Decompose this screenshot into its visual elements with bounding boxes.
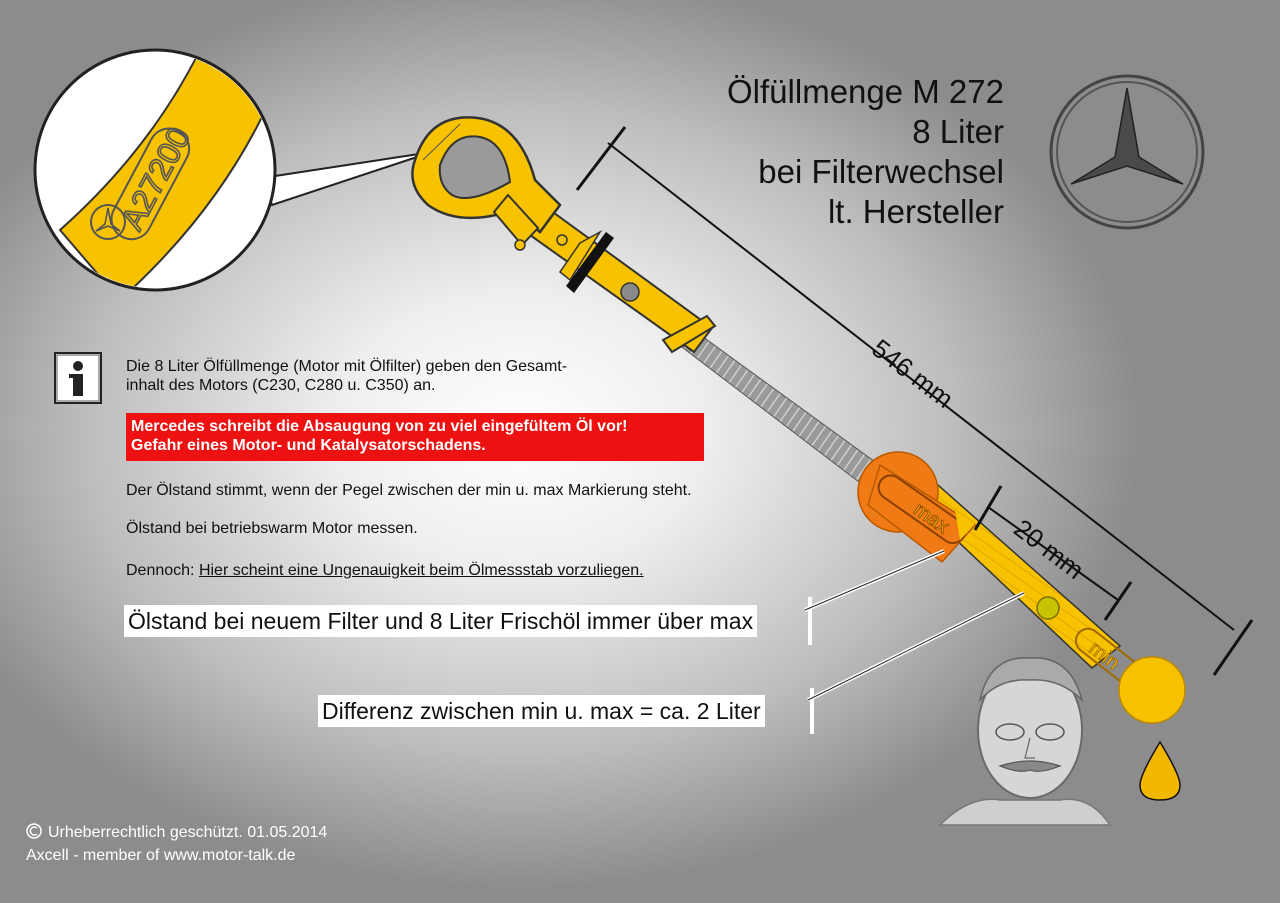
dipstick-tip: max min bbox=[857, 451, 1186, 801]
oil-drop-icon bbox=[1139, 740, 1181, 801]
info-icon bbox=[54, 352, 102, 404]
callout-upper: Ölstand bei neuem Filter und 8 Liter Fri… bbox=[124, 605, 758, 637]
copyright-text: Urheberrechtlich geschützt. 01.05.2014 bbox=[48, 824, 328, 841]
info-paragraph-2: Der Ölstand stimmt, wenn der Pegel zwisc… bbox=[126, 482, 692, 499]
title-line-2: 8 Liter bbox=[912, 113, 1004, 150]
info-line-1: Die 8 Liter Ölfüllmenge (Motor mit Ölfil… bbox=[126, 358, 568, 375]
star-emblem-icon bbox=[90, 204, 126, 240]
warning-box: Mercedes schreibt die Absaugung von zu v… bbox=[126, 413, 704, 461]
inaccuracy-link[interactable]: Hier scheint eine Ungenauigkeit beim Ölm… bbox=[198, 562, 644, 579]
title-line-1: Ölfüllmenge M 272 bbox=[727, 73, 1004, 110]
paragraph-4-prefix: Dennoch: bbox=[126, 562, 199, 579]
page-title: Ölfüllmenge M 272 8 Liter bei Filterwech… bbox=[727, 72, 1004, 232]
mercedes-star-icon bbox=[1049, 74, 1205, 230]
embossed-portrait bbox=[938, 657, 1112, 826]
copyright-icon bbox=[26, 823, 42, 839]
magnifier-lens: A27200 bbox=[33, 48, 433, 292]
info-line-2: inhalt des Motors (C230, C280 u. C350) a… bbox=[126, 377, 436, 394]
title-line-3: bei Filterwechsel bbox=[758, 153, 1004, 190]
title-line-4: lt. Hersteller bbox=[827, 193, 1004, 230]
dipstick-handle bbox=[411, 116, 568, 251]
callout-lower: Differenz zwischen min u. max = ca. 2 Li… bbox=[318, 695, 765, 727]
footer-credit: Axcell - member of www.motor-talk.de bbox=[26, 847, 296, 864]
callout-pointers bbox=[804, 549, 1025, 734]
info-paragraph-3: Ölstand bei betriebswarm Motor messen. bbox=[126, 520, 418, 537]
warning-line-2: Gefahr eines Motor- und Katalysatorschad… bbox=[131, 437, 486, 454]
warning-line-1: Mercedes schreibt die Absaugung von zu v… bbox=[131, 418, 628, 435]
info-paragraph-4: Dennoch: Hier scheint eine Ungenauigkeit… bbox=[126, 561, 644, 580]
